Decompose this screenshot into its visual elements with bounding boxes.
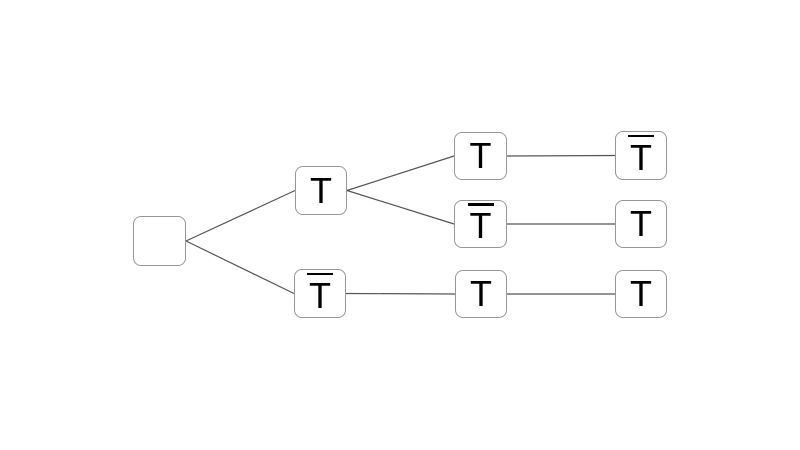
node-t-tbar-t-label: T <box>630 203 652 244</box>
tree-node-t-t[interactable]: T <box>454 132 507 180</box>
edge-t-t-tbar <box>506 154 616 157</box>
tree-node-t[interactable]: T <box>295 166 347 215</box>
node-tbar-t-label: T <box>470 273 492 314</box>
node-tbar-label: T <box>307 272 333 316</box>
tree-node-t-tbar[interactable]: T <box>454 200 507 248</box>
edge-root-tbar <box>185 240 295 295</box>
tree-node-root[interactable] <box>133 216 186 266</box>
node-t-t-tbar-label: T <box>628 134 654 178</box>
node-t-t-label: T <box>469 135 492 176</box>
tree-node-tbar[interactable]: T <box>294 269 346 318</box>
edge-root-t <box>185 189 296 242</box>
tree-node-t-t-tbar[interactable]: T <box>615 131 667 180</box>
node-t-label: T <box>310 169 332 211</box>
edge-t-tbar <box>346 189 455 225</box>
tree-node-tbar-t[interactable]: T <box>455 270 507 318</box>
node-tbar-t-t-label: T <box>630 273 652 314</box>
tree-node-t-tbar-t[interactable]: T <box>615 200 667 248</box>
tree-node-tbar-t-t[interactable]: T <box>615 270 667 318</box>
edge-tbar-t <box>345 292 456 295</box>
edge-t-t <box>346 155 455 192</box>
node-t-tbar-label: T <box>467 203 494 246</box>
